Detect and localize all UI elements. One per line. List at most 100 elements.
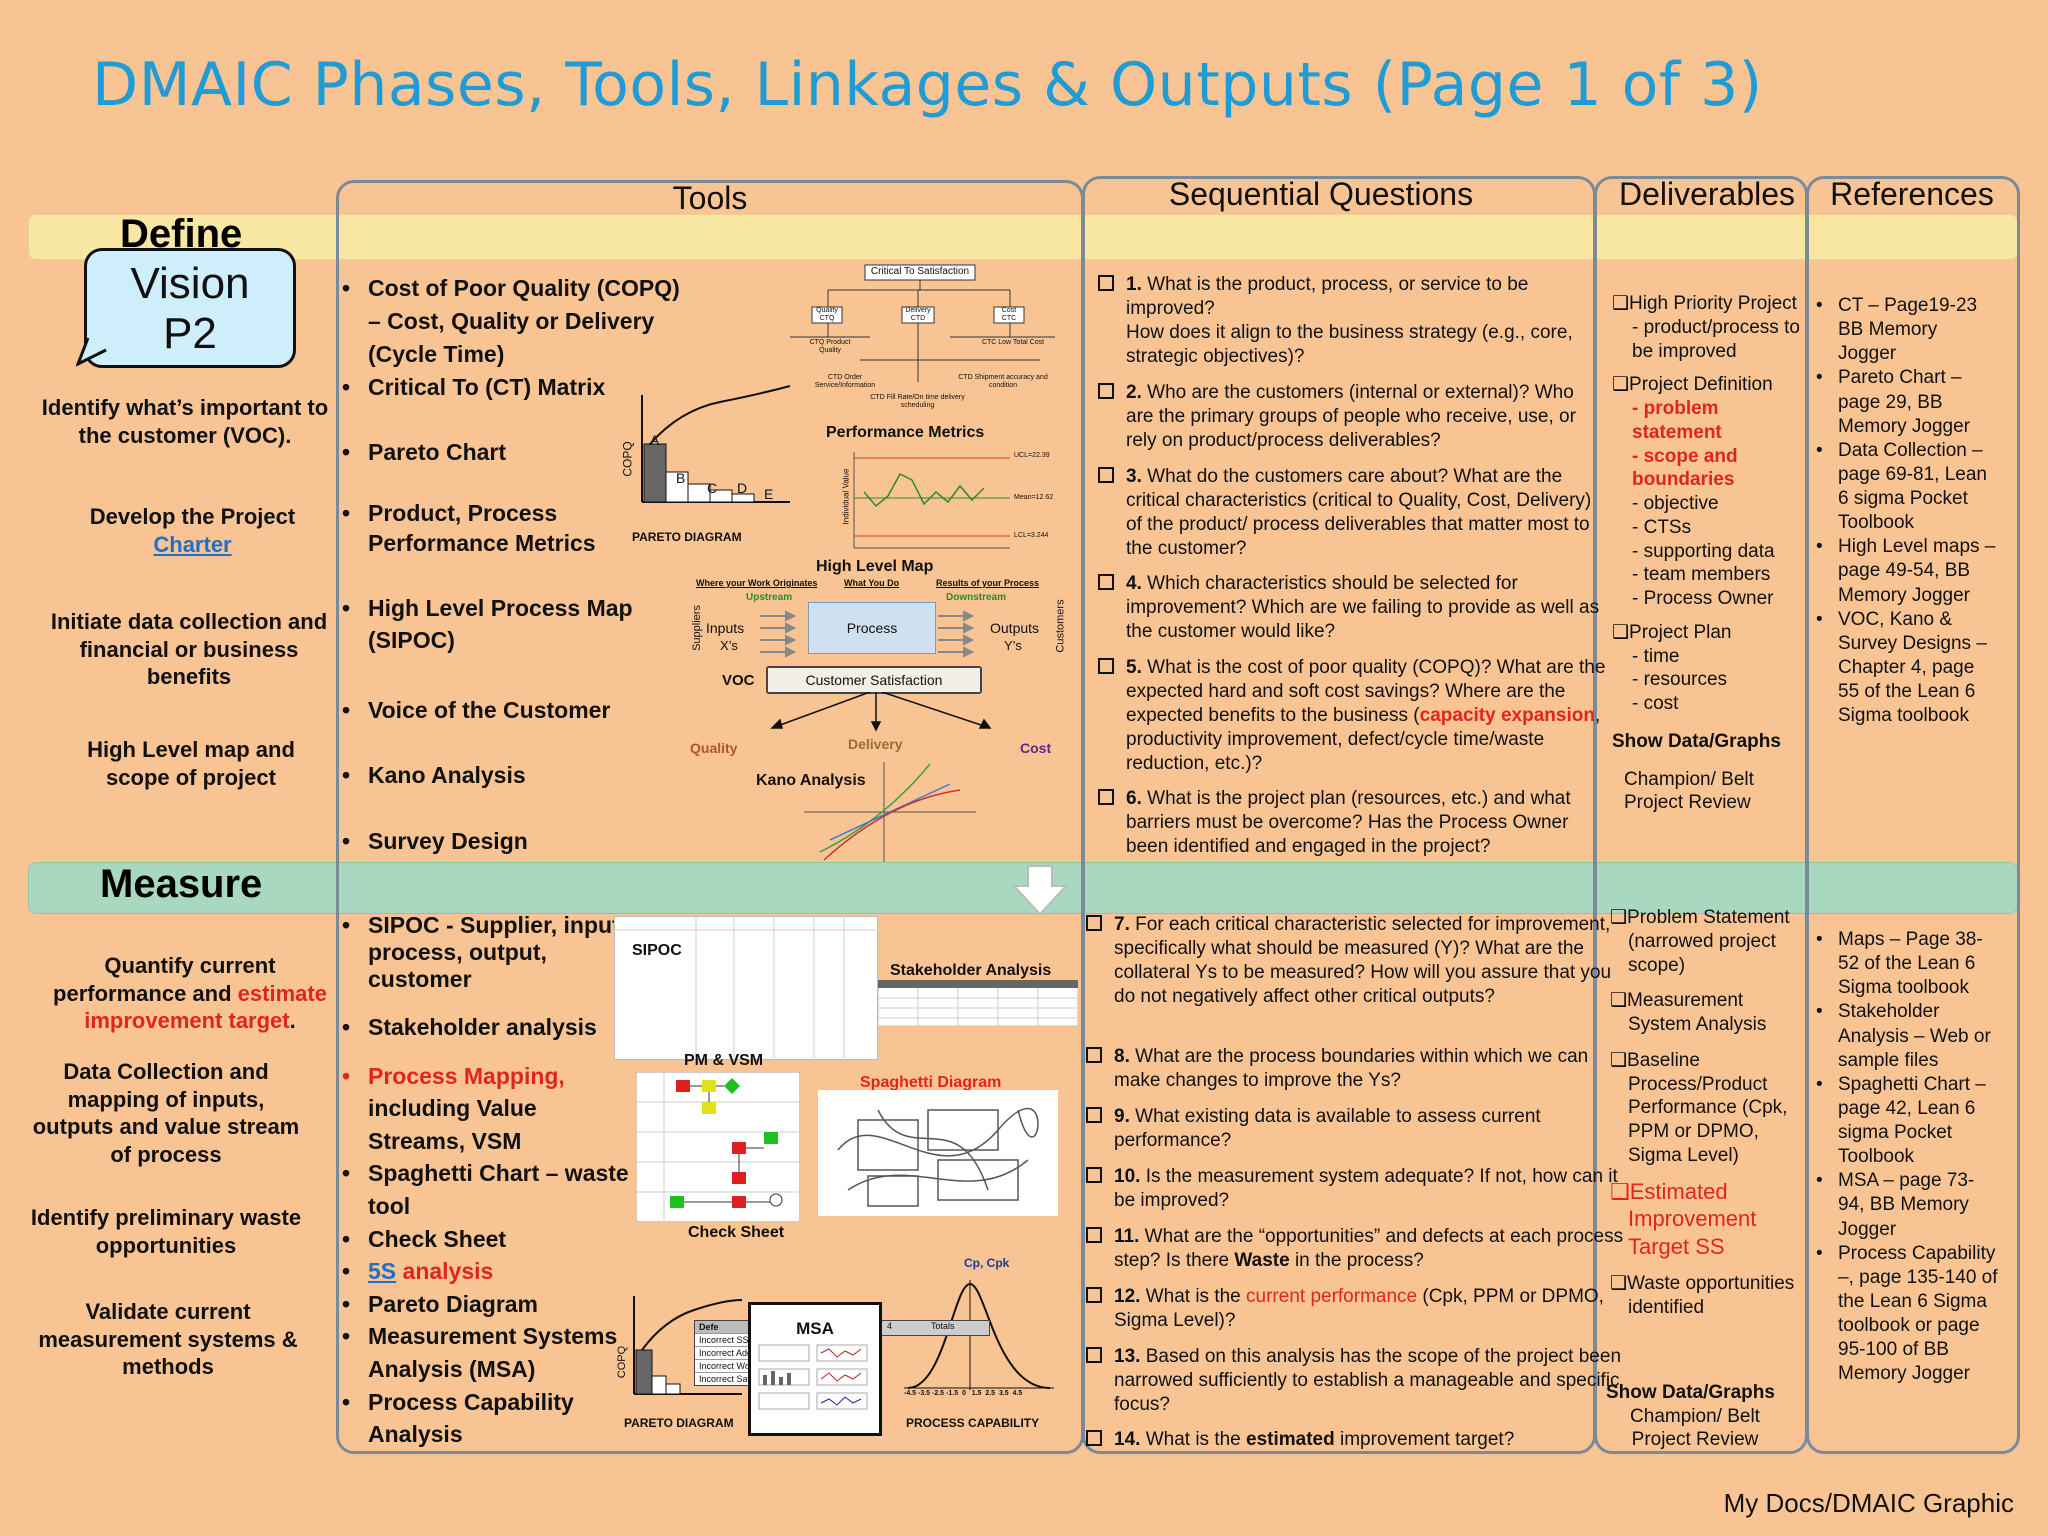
question-14: 14. What is the estimated improvement ta… <box>1070 1428 1634 1452</box>
reference-item: Data Collection – page 69-81, Lean 6 sig… <box>1810 439 2000 536</box>
deliverable-sub: - time <box>1632 645 1680 667</box>
ct-shipment-label: CTD Shipment accuracy and condition <box>958 374 1048 389</box>
measure-waste-text: Identify preliminary waste opportunities <box>30 1205 302 1258</box>
question-number: 2. <box>1126 382 1142 403</box>
question-7: 7. For each critical characteristic sele… <box>1070 913 1634 1009</box>
tool-stakeholder: Stakeholder analysis <box>338 1011 638 1044</box>
deliverable-sub: - objective <box>1632 493 1719 514</box>
question-6: 6. What is the project plan (resources, … <box>1082 787 1606 859</box>
measure-data-collection-text: Data Collection and mapping of inputs, o… <box>32 1059 300 1167</box>
question-highlight: current performance <box>1246 1286 1418 1307</box>
references-header: References <box>1830 176 1994 212</box>
cs-col4: 4 <box>887 1321 893 1331</box>
question-text: Based on this analysis has the scope of … <box>1114 1346 1622 1415</box>
ct-fill-label: CTD Fill Rate/On time delivery schedulin… <box>870 394 965 409</box>
pareto-bar-d: D <box>737 480 748 496</box>
ct-root-label: Critical To Satisfaction <box>870 266 970 277</box>
question-bold: Waste <box>1234 1249 1290 1271</box>
question-11: 11. What are the “opportunities” and def… <box>1070 1225 1634 1273</box>
question-bold: estimated <box>1246 1429 1335 1450</box>
reference-item: High Level maps – page 49-54, BB Memory … <box>1810 535 2000 607</box>
page-title: DMAIC Phases, Tools, Linkages & Outputs … <box>92 50 1763 120</box>
vision-callout-tail <box>76 337 107 367</box>
question-2: 2. Who are the customers (internal or ex… <box>1082 381 1606 453</box>
voc-quality: Quality <box>690 740 738 756</box>
define-data-collection-text: Initiate data collection and financial o… <box>50 609 328 689</box>
tool-pareto-diagram: Pareto Diagram <box>338 1288 638 1321</box>
measure-pareto-caption: PARETO DIAGRAM <box>624 1416 734 1430</box>
tools-header: Tools <box>672 180 748 216</box>
checkbox-icon <box>1098 275 1114 291</box>
measure-pareto-axis: COPQ <box>616 1345 629 1379</box>
measure-references: Maps – Page 38-52 of the Lean 6 Sigma to… <box>1810 928 2000 1386</box>
check-sheet-label: Check Sheet <box>688 1224 785 1241</box>
voc-label: VOC <box>722 672 755 689</box>
msa-label: MSA <box>796 1319 834 1338</box>
define-references: CT – Page19-23 BB Memory Jogger Pareto C… <box>1810 294 2000 728</box>
deliverable-sub: - resources <box>1632 669 1728 691</box>
hlm-upstream: Upstream <box>746 592 793 603</box>
hlm-title: High Level Map <box>816 558 934 575</box>
measure-deliverables: Problem Statement (narrowed project scop… <box>1610 906 1796 1320</box>
ct-tree-figure <box>790 264 1055 382</box>
hlm-ys: Y’s <box>1004 638 1022 653</box>
measure-pareto-chart <box>633 1296 743 1395</box>
question-number: 9. <box>1114 1106 1130 1127</box>
voc-arrows <box>770 692 992 732</box>
tool-voc: Voice of the Customer <box>338 694 688 726</box>
tool-copq: Cost of Poor Quality (COPQ) – Cost, Qual… <box>338 272 688 371</box>
question-text: Who are the customers (internal or exter… <box>1126 382 1576 451</box>
tool-sipoc: SIPOC - Supplier, input, process, output… <box>338 912 638 993</box>
question-text: What is the product, process, or service… <box>1126 274 1573 367</box>
perf-title: Performance Metrics <box>826 424 985 441</box>
tool-value-streams: including Value Streams, VSM <box>368 1095 537 1154</box>
question-number: 4. <box>1126 573 1142 594</box>
deliverable-item: Problem Statement (narrowed project scop… <box>1627 907 1790 976</box>
spaghetti-diagram <box>818 1090 1058 1216</box>
question-text: What are the “opportunities” and defects… <box>1114 1226 1624 1271</box>
deliverable-item: Measurement System Analysis <box>1627 990 1767 1035</box>
question-number: 7. <box>1114 914 1130 935</box>
charter-link[interactable]: Charter <box>153 531 232 557</box>
checkbox-icon <box>1086 1430 1102 1446</box>
tool-msa: Measurement Systems Analysis (MSA) <box>338 1320 638 1385</box>
pareto-bar-c: C <box>707 480 718 496</box>
question-text: What existing data is available to asses… <box>1114 1106 1541 1151</box>
reference-item: Maps – Page 38-52 of the Lean 6 Sigma to… <box>1810 928 2000 1000</box>
tool-check-sheet: Check Sheet <box>338 1223 638 1256</box>
tool-5s: 5S analysis <box>338 1255 638 1288</box>
checkbox-icon <box>1086 1287 1102 1303</box>
capability-caption: PROCESS CAPABILITY <box>906 1416 1040 1430</box>
stakeholder-table <box>878 980 1078 1026</box>
deliverable-item: Project Plan <box>1629 621 1732 643</box>
deliverable-sub: - cost <box>1632 693 1679 714</box>
vision-line1: Vision <box>130 259 250 308</box>
define-pareto-axis: COPQ <box>620 441 635 477</box>
question-text: Is the measurement system adequate? If n… <box>1114 1166 1618 1211</box>
question-number: 13. <box>1114 1346 1141 1367</box>
question-text: For each critical characteristic selecte… <box>1114 914 1612 1007</box>
question-text-end: (Cpk, PPM or DPMO, Sigma Level)? <box>1114 1286 1604 1331</box>
questions-header: Sequential Questions <box>1168 176 1474 212</box>
kano-label: Kano Analysis <box>756 772 866 789</box>
ct-quality-label: Quality CTQ <box>816 307 838 322</box>
5s-link[interactable]: 5S <box>368 1258 397 1285</box>
tool-ct-matrix: Critical To (CT) Matrix <box>338 371 688 404</box>
question-4: 4. Which characteristics should be selec… <box>1082 572 1606 644</box>
checkbox-icon <box>1086 915 1102 931</box>
checkbox-icon <box>1086 1347 1102 1363</box>
question-number: 6. <box>1126 788 1142 809</box>
define-charter-text: Develop the Project Charter <box>40 503 345 558</box>
question-12: 12. What is the current performance (Cpk… <box>1070 1285 1634 1333</box>
question-text: What is the project plan (resources, etc… <box>1126 788 1571 857</box>
sipoc-label: SIPOC <box>632 942 682 959</box>
check-sheet-header-right: 4 Totals <box>878 1320 990 1336</box>
checkbox-icon <box>1098 574 1114 590</box>
msa-box: MSA <box>748 1302 882 1436</box>
pmvsm-diagram <box>636 1072 800 1222</box>
checkbox-icon <box>1610 990 1627 1011</box>
hlm-inputs: Inputs <box>706 620 745 636</box>
question-13: 13. Based on this analysis has the scope… <box>1070 1345 1634 1417</box>
checkbox-icon <box>1612 374 1629 395</box>
hlm-customers: Customers <box>1054 599 1067 653</box>
